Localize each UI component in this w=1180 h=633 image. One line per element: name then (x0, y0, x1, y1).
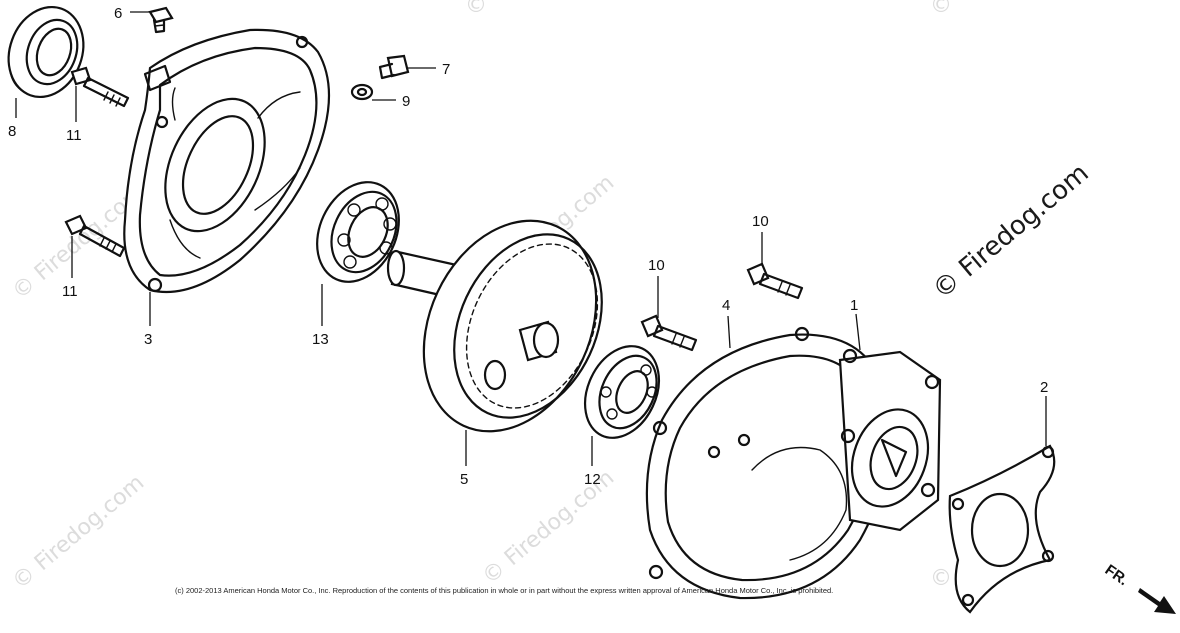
part-5-ring-gear-shaft (386, 219, 603, 433)
part-7-bolt (378, 54, 410, 80)
callout-5: 5 (460, 471, 468, 488)
part-1-gearbox-case (838, 348, 942, 532)
callout-1: 1 (850, 297, 858, 314)
callout-9: 9 (402, 93, 410, 110)
leader-lines (15, 11, 1047, 466)
callout-10-left: 10 (648, 257, 665, 274)
part-10-bolt-right (746, 262, 804, 300)
watermark-main: © Firedog.com (927, 158, 1094, 305)
watermark-corner-2: © (930, 0, 952, 18)
part-3-case-cover (123, 28, 331, 294)
callout-2: 2 (1040, 379, 1048, 396)
part-9-washer (350, 83, 374, 101)
callout-3: 3 (144, 331, 152, 348)
callout-11-lower: 11 (62, 283, 78, 300)
part-11-bolt-lower (64, 214, 126, 258)
part-12-bearing (584, 345, 660, 439)
part-2-gasket (948, 444, 1056, 614)
part-13-bearing (316, 181, 400, 283)
callout-11-upper: 11 (66, 127, 82, 144)
watermark-faint-3: © Firedog.com (8, 470, 149, 594)
part-6-bolt (148, 6, 174, 34)
part-4-housing (645, 326, 891, 600)
callout-4: 4 (722, 297, 730, 314)
callout-10-right: 10 (752, 213, 769, 230)
part-10-bolt-left (640, 314, 698, 352)
front-direction-indicator: FR. (1102, 561, 1176, 614)
part-8-oil-seal (7, 5, 85, 99)
callout-7: 7 (442, 61, 450, 78)
callout-12: 12 (584, 471, 601, 488)
fr-arrow-icon (1138, 588, 1176, 614)
callout-labels: 8 11 11 3 6 7 9 13 5 12 10 10 4 1 2 (8, 5, 1048, 488)
copyright-notice: (c) 2002-2013 American Honda Motor Co., … (175, 586, 833, 595)
part-11-bolt-upper (70, 66, 130, 108)
callout-13: 13 (312, 331, 329, 348)
callout-6: 6 (114, 5, 122, 22)
watermark-corner-3: © (930, 566, 952, 591)
callout-8: 8 (8, 123, 16, 140)
fr-label: FR. (1102, 561, 1132, 589)
watermark-corner-1: © (465, 0, 487, 18)
